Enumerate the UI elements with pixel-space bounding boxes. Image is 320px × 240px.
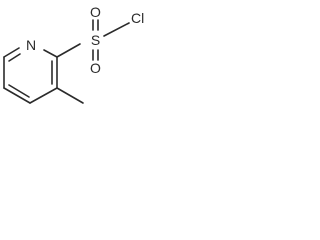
bond-n-c2 xyxy=(43,49,58,58)
atom-label-oxygen-top: O xyxy=(90,4,101,20)
atom-label-sulfur: S xyxy=(91,32,100,48)
bond-c6-n-inner xyxy=(8,53,21,62)
bond-c3-methyl xyxy=(56,87,84,104)
atom-label-oxygen-bottom: O xyxy=(90,60,101,76)
bond-s-cl xyxy=(103,22,130,37)
bond-c4-c5-inner xyxy=(8,84,30,98)
atom-label-chlorine: Cl xyxy=(131,10,144,26)
atom-label-ring-nitrogen: N xyxy=(26,37,36,53)
sulfonyl-group xyxy=(92,19,130,61)
pyridine-ring xyxy=(3,47,58,104)
bond-c3-c4 xyxy=(29,87,58,104)
chemical-structure-diagram: N S O O Cl xyxy=(3,4,144,104)
bond-c4-c5 xyxy=(3,87,31,104)
bond-c6-n xyxy=(3,47,20,58)
bond-c2-s xyxy=(56,43,81,58)
